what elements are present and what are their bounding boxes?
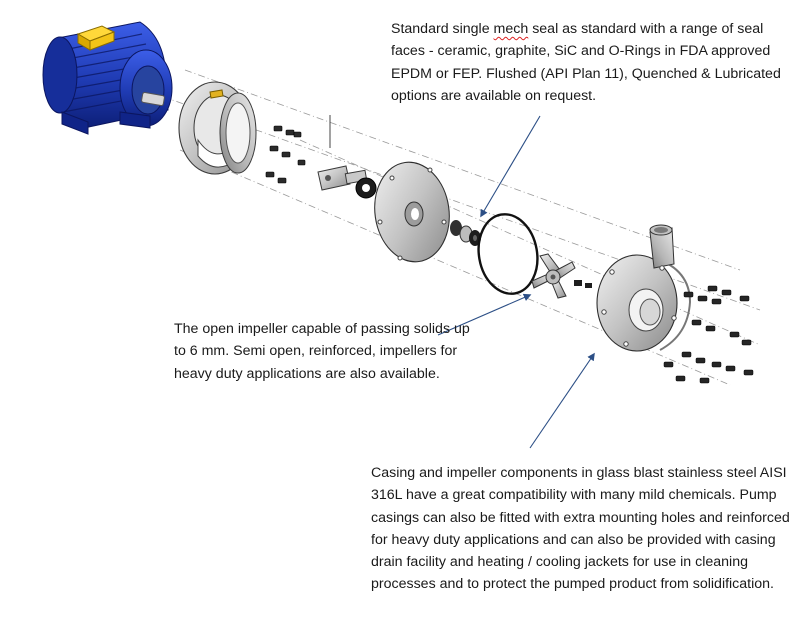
assembly-axis-lines — [149, 69, 761, 386]
casing-callout-text: Casing and impeller components in glass … — [371, 465, 790, 593]
backplate — [374, 161, 450, 263]
electric-motor — [42, 21, 173, 135]
casing-arrow — [529, 352, 595, 449]
stub-shaft — [317, 165, 368, 191]
casing-bolts — [663, 285, 754, 384]
terminal-box — [76, 25, 116, 51]
callout-arrows — [437, 115, 595, 449]
impeller-nut — [574, 280, 592, 288]
seal-arrow — [480, 115, 541, 218]
spellcheck-flagged-word: mech — [493, 21, 529, 37]
adaptor-bolts — [265, 125, 306, 184]
impeller-callout-text: The open impeller capable of passing sol… — [174, 321, 470, 382]
open-impeller — [531, 253, 576, 299]
shaft-washer — [355, 177, 377, 199]
seal-callout-text: Standard single mech seal as standard wi… — [391, 21, 781, 104]
casing-o-ring — [477, 213, 539, 295]
mechanical-seal — [450, 220, 481, 246]
pump-casing — [596, 224, 692, 352]
impeller-arrow — [437, 293, 532, 336]
motor-shaft — [141, 91, 165, 107]
motor-adaptor-lantern — [178, 81, 257, 175]
